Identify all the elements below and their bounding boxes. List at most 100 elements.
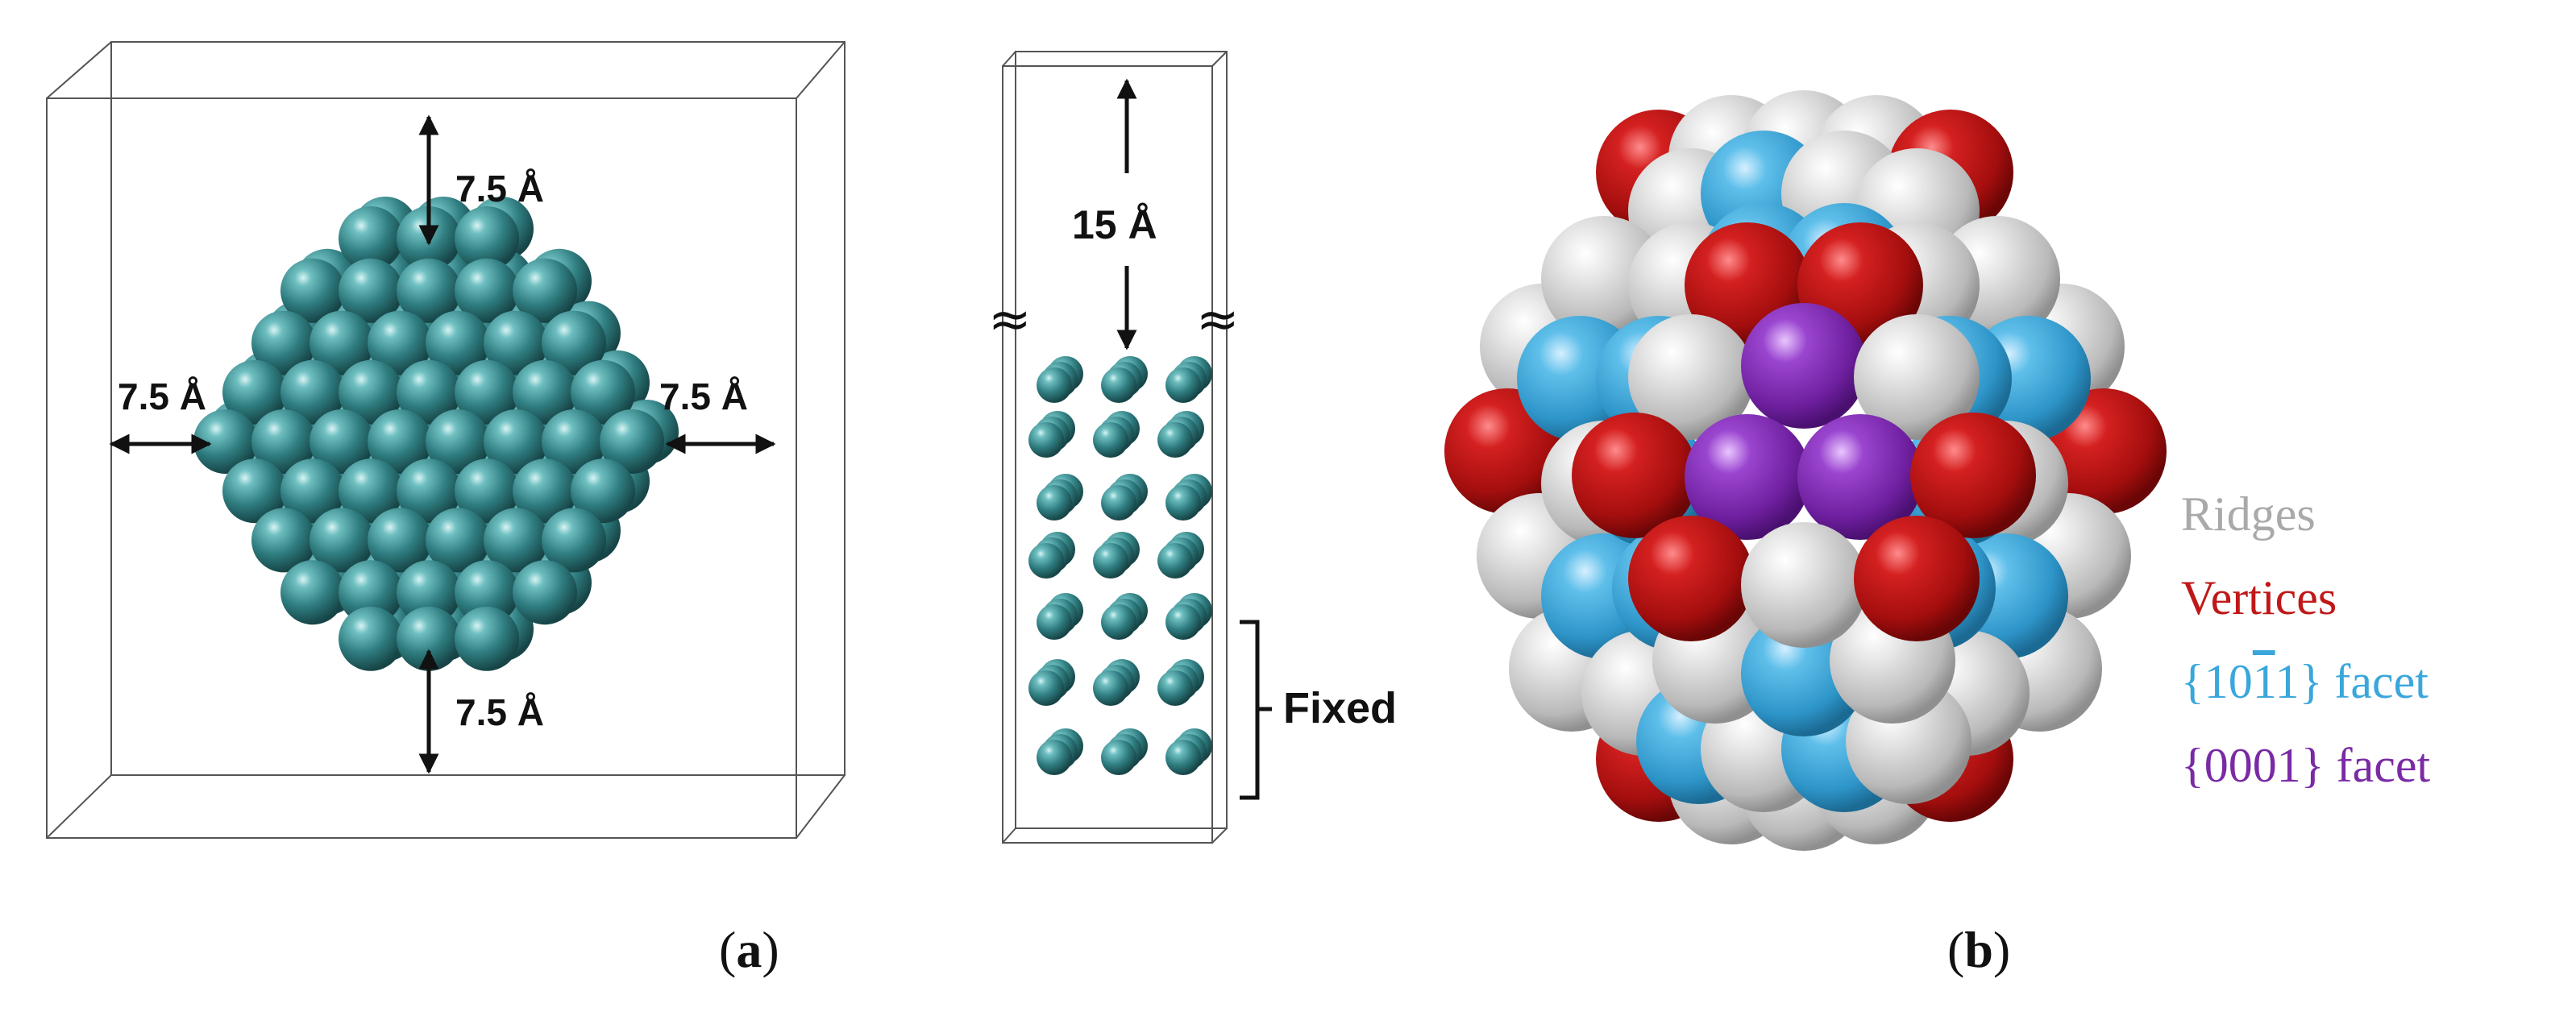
atom (222, 458, 287, 524)
atom (397, 560, 461, 625)
atom (542, 409, 606, 474)
panel-label-a: (a) (719, 921, 779, 978)
legend-0001-facet: {0001} facet (2181, 739, 2430, 792)
slab-atom (1101, 740, 1136, 775)
surface-atom (1572, 413, 1697, 538)
fixed-bracket (1240, 620, 1272, 800)
atom (455, 458, 519, 524)
slab-atom (1165, 604, 1201, 640)
atom (339, 258, 403, 323)
fixed-label: Fixed (1283, 684, 1397, 732)
atom (455, 560, 519, 625)
surface-atom (1628, 516, 1754, 641)
atom (455, 206, 519, 271)
slab-atom (1093, 422, 1128, 458)
atom (193, 409, 258, 474)
atom (397, 258, 461, 323)
atom (339, 606, 403, 671)
panel-b: Ridges Vertices {1011} facet {0001} face… (1444, 90, 2430, 851)
dim-label-right: 7.5 Å (659, 375, 748, 417)
slab-atom (1157, 670, 1193, 706)
legend-ridges: Ridges (2181, 487, 2316, 541)
atom (600, 409, 664, 474)
atom (368, 409, 432, 474)
dim-label-bottom: 7.5 Å (455, 691, 544, 733)
slab-atom (1093, 670, 1128, 706)
surface-atom (1797, 414, 1923, 540)
legend: Ridges Vertices {1011} facet {0001} face… (2181, 487, 2430, 792)
atom (310, 310, 374, 375)
colored-nanoparticle (1444, 90, 2167, 851)
nanoparticle-cluster (193, 197, 679, 671)
atom (426, 508, 490, 573)
slab-atom (1093, 543, 1128, 579)
atom (310, 508, 374, 573)
surface-atom (1854, 314, 1980, 440)
atom (368, 310, 432, 375)
atom (484, 409, 548, 474)
atom (513, 560, 577, 625)
atom (397, 606, 461, 671)
break-symbol-left: ≈ (988, 290, 1032, 350)
slab-atom (1165, 740, 1201, 775)
dim-label-top: 7.5 Å (455, 168, 544, 209)
slab-atom (1101, 485, 1136, 521)
atom (513, 458, 577, 524)
atom (455, 359, 519, 425)
slab-dim-label: 15 Å (1072, 202, 1157, 247)
atom (339, 458, 403, 524)
atom (251, 310, 316, 375)
surface-atom (1854, 516, 1980, 641)
surface-atom (1741, 522, 1867, 648)
atom (455, 258, 519, 323)
simulation-box (46, 41, 846, 839)
slab-atom (1157, 422, 1193, 458)
slab-atom (1165, 367, 1201, 403)
atom (455, 606, 519, 671)
slab-atom (1165, 485, 1201, 521)
slab-box (1002, 51, 1228, 844)
atom (513, 258, 577, 323)
atom (513, 359, 577, 425)
break-symbol-right: ≈ (1196, 290, 1240, 350)
slab-atoms (1028, 356, 1212, 775)
atom (222, 359, 287, 425)
atom (339, 560, 403, 625)
atom (310, 409, 374, 474)
atom (280, 560, 345, 625)
atom (251, 508, 316, 573)
slab-atom (1101, 604, 1136, 640)
atom (426, 409, 490, 474)
atom (397, 359, 461, 425)
atom (542, 310, 606, 375)
slab-atom (1037, 740, 1072, 775)
slab-atom (1037, 604, 1072, 640)
atom (368, 508, 432, 573)
surface-atom (1685, 414, 1810, 540)
slab-atom (1037, 485, 1072, 521)
legend-vertices: Vertices (2181, 571, 2337, 624)
atom (571, 359, 635, 425)
atom (339, 206, 403, 271)
slab-atom (1028, 543, 1064, 579)
slab-atom (1101, 367, 1136, 403)
atom (339, 359, 403, 425)
surface-atom (1628, 314, 1754, 440)
legend-1011-facet: {1011} facet (2181, 655, 2429, 708)
atom (280, 359, 345, 425)
atom (484, 508, 548, 573)
atom (484, 310, 548, 375)
slab-atom (1037, 367, 1072, 403)
slab-atom (1028, 670, 1064, 706)
surface-atom (1910, 413, 2036, 538)
atom (542, 508, 606, 573)
panel-a: 7.5 Å 7.5 Å 7.5 Å 7.5 Å (46, 41, 846, 839)
atom (426, 310, 490, 375)
atom (251, 409, 316, 474)
atom (397, 458, 461, 524)
slab-model: 15 Å ≈ ≈ Fixed (988, 51, 1397, 844)
atom (571, 458, 635, 524)
atom (280, 458, 345, 524)
surface-atom (1741, 303, 1867, 429)
